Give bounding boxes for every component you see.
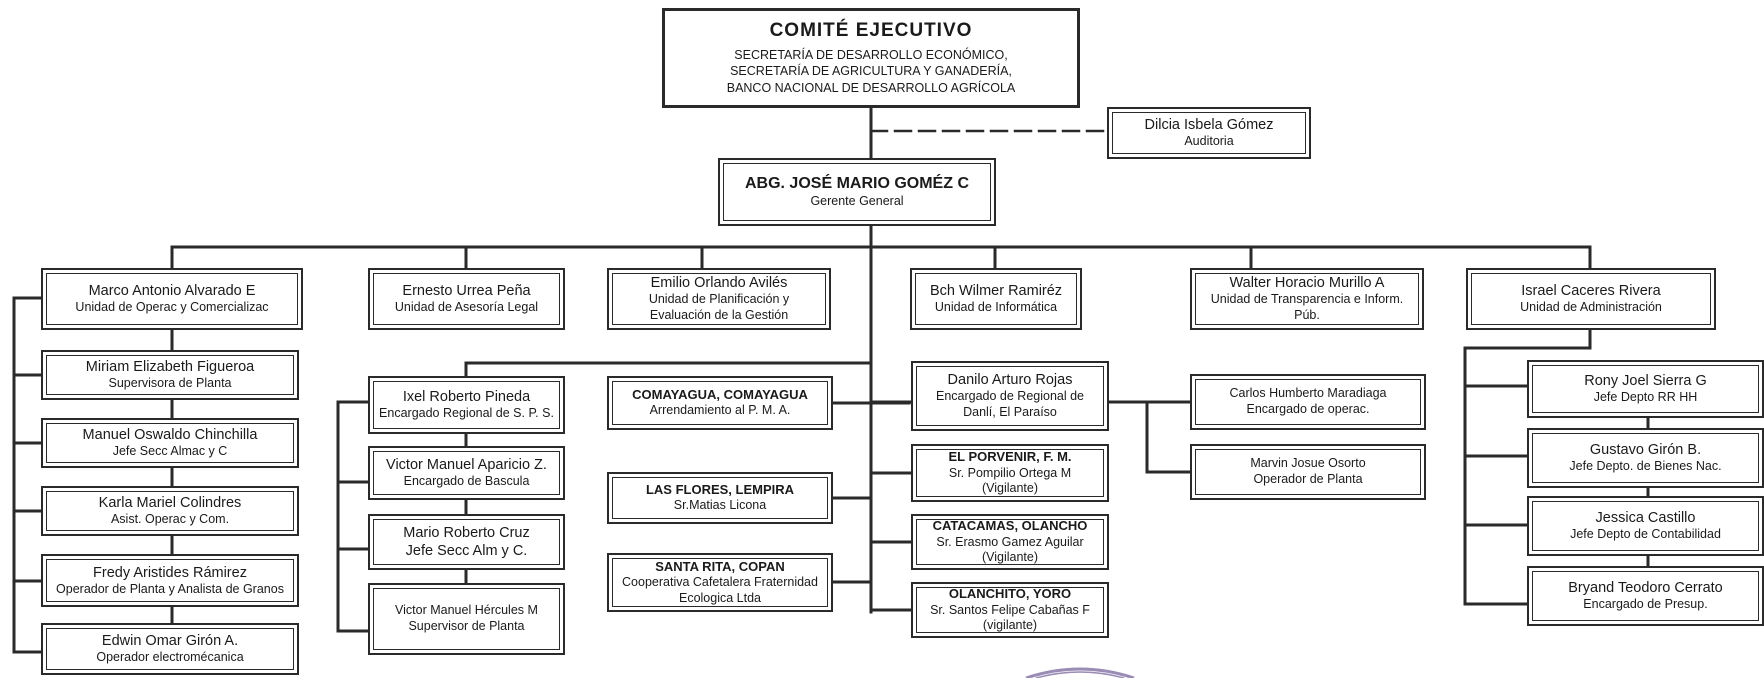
operations-staff-box: Karla Mariel Colindres Asist. Operac y C… (41, 486, 299, 536)
staff-name: Manuel Oswaldo Chinchilla (82, 427, 258, 444)
stamp-seal-icon (1025, 667, 1135, 678)
site-name: EL PORVENIR, F. M. (948, 449, 1072, 465)
site-box: SANTA RITA, COPAN Cooperativa Cafetalera… (607, 553, 833, 612)
staff-name: Marvin Josue Osorto (1250, 456, 1366, 471)
admin-staff-box: Jessica Castillo Jefe Depto de Contabili… (1527, 496, 1764, 556)
staff-role: Asist. Operac y Com. (110, 512, 230, 527)
site-detail: Arrendamiento al P. M. A. (649, 403, 791, 418)
general-manager-name: ABG. JOSÉ MARIO GOMÉZ C (744, 175, 969, 193)
general-manager-box: ABG. JOSÉ MARIO GOMÉZ C Gerente General (718, 158, 996, 226)
site-box: EL PORVENIR, F. M. Sr. Pompilio Ortega M… (911, 444, 1109, 502)
staff-role: Jefe Depto de Contabilidad (1570, 527, 1721, 542)
danli-regional-box: Danilo Arturo Rojas Encargado de Regiona… (911, 361, 1109, 431)
site-name: LAS FLORES, LEMPIRA (645, 482, 795, 498)
staff-role: Jefe Depto. de Bienes Nac. (1569, 459, 1722, 474)
regional-sps-box: Ixel Roberto Pineda Encargado Regional d… (368, 376, 565, 434)
staff-role: Jefe Secc Almac y C (112, 444, 228, 459)
staff-role: Encargado Regional de S. P. S. (379, 406, 554, 421)
unit-operations-box: Marco Antonio Alvarado E Unidad de Opera… (41, 268, 303, 330)
unit-name: Emilio Orlando Avilés (650, 275, 788, 292)
danli-staff-box: Carlos Humberto Maradiaga Encargado de o… (1190, 374, 1426, 430)
unit-administration-box: Israel Caceres Rivera Unidad de Administ… (1466, 268, 1716, 330)
unit-name: Bch Wilmer Ramiréz (929, 283, 1063, 300)
staff-role: Operador electromécanica (96, 650, 244, 665)
staff-name: Miriam Elizabeth Figueroa (85, 359, 255, 376)
staff-name: Victor Manuel Aparicio Z. (386, 457, 547, 474)
executive-title: COMITÉ EJECUTIVO (769, 19, 973, 41)
staff-name: Bryand Teodoro Cerrato (1568, 580, 1723, 597)
site-detail: Sr.Matias Licona (673, 498, 767, 513)
site-detail: Cooperativa Cafetalera Fraternidad Ecolo… (622, 575, 818, 605)
staff-role: Jefe Depto RR HH (1593, 390, 1698, 405)
site-detail: Sr. Pompilio Ortega M (Vigilante) (948, 465, 1072, 496)
staff-role: Supervisora de Planta (108, 376, 232, 391)
staff-role: Encargado de Presup. (1583, 597, 1708, 612)
site-box: LAS FLORES, LEMPIRA Sr.Matias Licona (607, 472, 833, 524)
audit-box: Dilcia Isbela Gómez Auditoria (1107, 107, 1311, 159)
unit-it-box: Bch Wilmer Ramiréz Unidad de Informática (910, 268, 1082, 330)
unit-name: Walter Horacio Murillo A (1229, 275, 1385, 292)
executive-committee-box: COMITÉ EJECUTIVO SECRETARÍA DE DESARROLL… (662, 8, 1080, 108)
unit-transparency-box: Walter Horacio Murillo A Unidad de Trans… (1190, 268, 1424, 330)
staff-name: Ixel Roberto Pineda (402, 389, 531, 406)
staff-name: Mario Roberto Cruz (403, 524, 530, 541)
staff-name: Jessica Castillo (1595, 510, 1696, 527)
unit-name: Marco Antonio Alvarado E (88, 283, 256, 300)
site-name: COMAYAGUA, COMAYAGUA (632, 387, 808, 403)
regional-sps-box: Mario Roberto Cruz Jefe Secc Alm y C. (368, 514, 565, 570)
unit-role: Unidad de Operac y Comercializac (75, 300, 269, 315)
staff-role: Jefe Secc Alm y C. (405, 543, 528, 559)
unit-role: Unidad de Transparencia e Inform. Púb. (1210, 292, 1404, 323)
unit-planning-box: Emilio Orlando Avilés Unidad de Planific… (607, 268, 831, 330)
unit-name: Ernesto Urrea Peña (402, 283, 531, 300)
staff-name: Danilo Arturo Rojas (947, 372, 1073, 389)
site-box: COMAYAGUA, COMAYAGUA Arrendamiento al P.… (607, 376, 833, 430)
staff-name: Victor Manuel Hércules M (395, 603, 538, 618)
regional-sps-box: Victor Manuel Aparicio Z. Encargado de B… (368, 446, 565, 500)
staff-name: Edwin Omar Girón A. (101, 633, 239, 650)
site-box: OLANCHITO, YORO Sr. Santos Felipe Cabaña… (911, 582, 1109, 638)
executive-line: BANCO NACIONAL DE DESARROLLO AGRÍCOLA (726, 81, 1016, 96)
unit-role: Unidad de Informática (934, 300, 1058, 315)
staff-role: Supervisor de Planta (408, 619, 525, 633)
staff-role: Encargado de operac. (1246, 402, 1370, 416)
site-detail: Sr. Santos Felipe Cabañas F (vigilante) (930, 602, 1090, 633)
site-name: SANTA RITA, COPAN (655, 558, 785, 574)
admin-staff-box: Gustavo Girón B. Jefe Depto. de Bienes N… (1527, 428, 1764, 488)
operations-staff-box: Fredy Aristides Rámirez Operador de Plan… (41, 554, 299, 607)
staff-name: Carlos Humberto Maradiaga (1229, 386, 1387, 401)
staff-role: Encargado de Bascula (403, 474, 530, 489)
admin-staff-box: Rony Joel Sierra G Jefe Depto RR HH (1527, 360, 1764, 418)
danli-staff-box: Marvin Josue Osorto Operador de Planta (1190, 444, 1426, 500)
operations-staff-box: Manuel Oswaldo Chinchilla Jefe Secc Alma… (41, 418, 299, 468)
operations-staff-box: Edwin Omar Girón A. Operador electroméca… (41, 623, 299, 675)
staff-name: Gustavo Girón B. (1589, 442, 1702, 459)
site-name: CATACAMAS, OLANCHO (932, 518, 1088, 534)
unit-role: Unidad de Asesoría Legal (394, 300, 539, 315)
executive-line: SECRETARÍA DE DESARROLLO ECONÓMICO, (734, 47, 1008, 62)
site-name: OLANCHITO, YORO (948, 586, 1072, 602)
staff-name: Rony Joel Sierra G (1584, 373, 1707, 390)
unit-name: Israel Caceres Rivera (1521, 283, 1661, 300)
audit-name: Dilcia Isbela Gómez (1144, 117, 1274, 134)
site-box: CATACAMAS, OLANCHO Sr. Erasmo Gamez Agui… (911, 514, 1109, 570)
admin-staff-box: Bryand Teodoro Cerrato Encargado de Pres… (1527, 566, 1764, 626)
regional-sps-box: Victor Manuel Hércules M Supervisor de P… (368, 583, 565, 655)
staff-name: Fredy Aristides Rámirez (93, 564, 247, 581)
site-detail: Sr. Erasmo Gamez Aguilar (Vigilante) (936, 534, 1084, 565)
executive-line: SECRETARÍA DE AGRICULTURA Y GANADERÍA, (730, 64, 1012, 79)
operations-staff-box: Miriam Elizabeth Figueroa Supervisora de… (41, 350, 299, 400)
staff-role: Encargado de Regional de Danlí, El Paraí… (935, 389, 1085, 420)
staff-role: Operador de Planta (1253, 472, 1363, 486)
audit-role: Auditoria (1184, 134, 1234, 149)
general-manager-role: Gerente General (810, 194, 904, 209)
staff-name: Karla Mariel Colindres (98, 495, 242, 512)
staff-role: Operador de Planta y Analista de Granos (56, 581, 284, 596)
unit-role: Unidad de Planificación y Evaluación de … (648, 292, 790, 323)
unit-role: Unidad de Administración (1520, 300, 1662, 315)
unit-legal-box: Ernesto Urrea Peña Unidad de Asesoría Le… (368, 268, 565, 330)
